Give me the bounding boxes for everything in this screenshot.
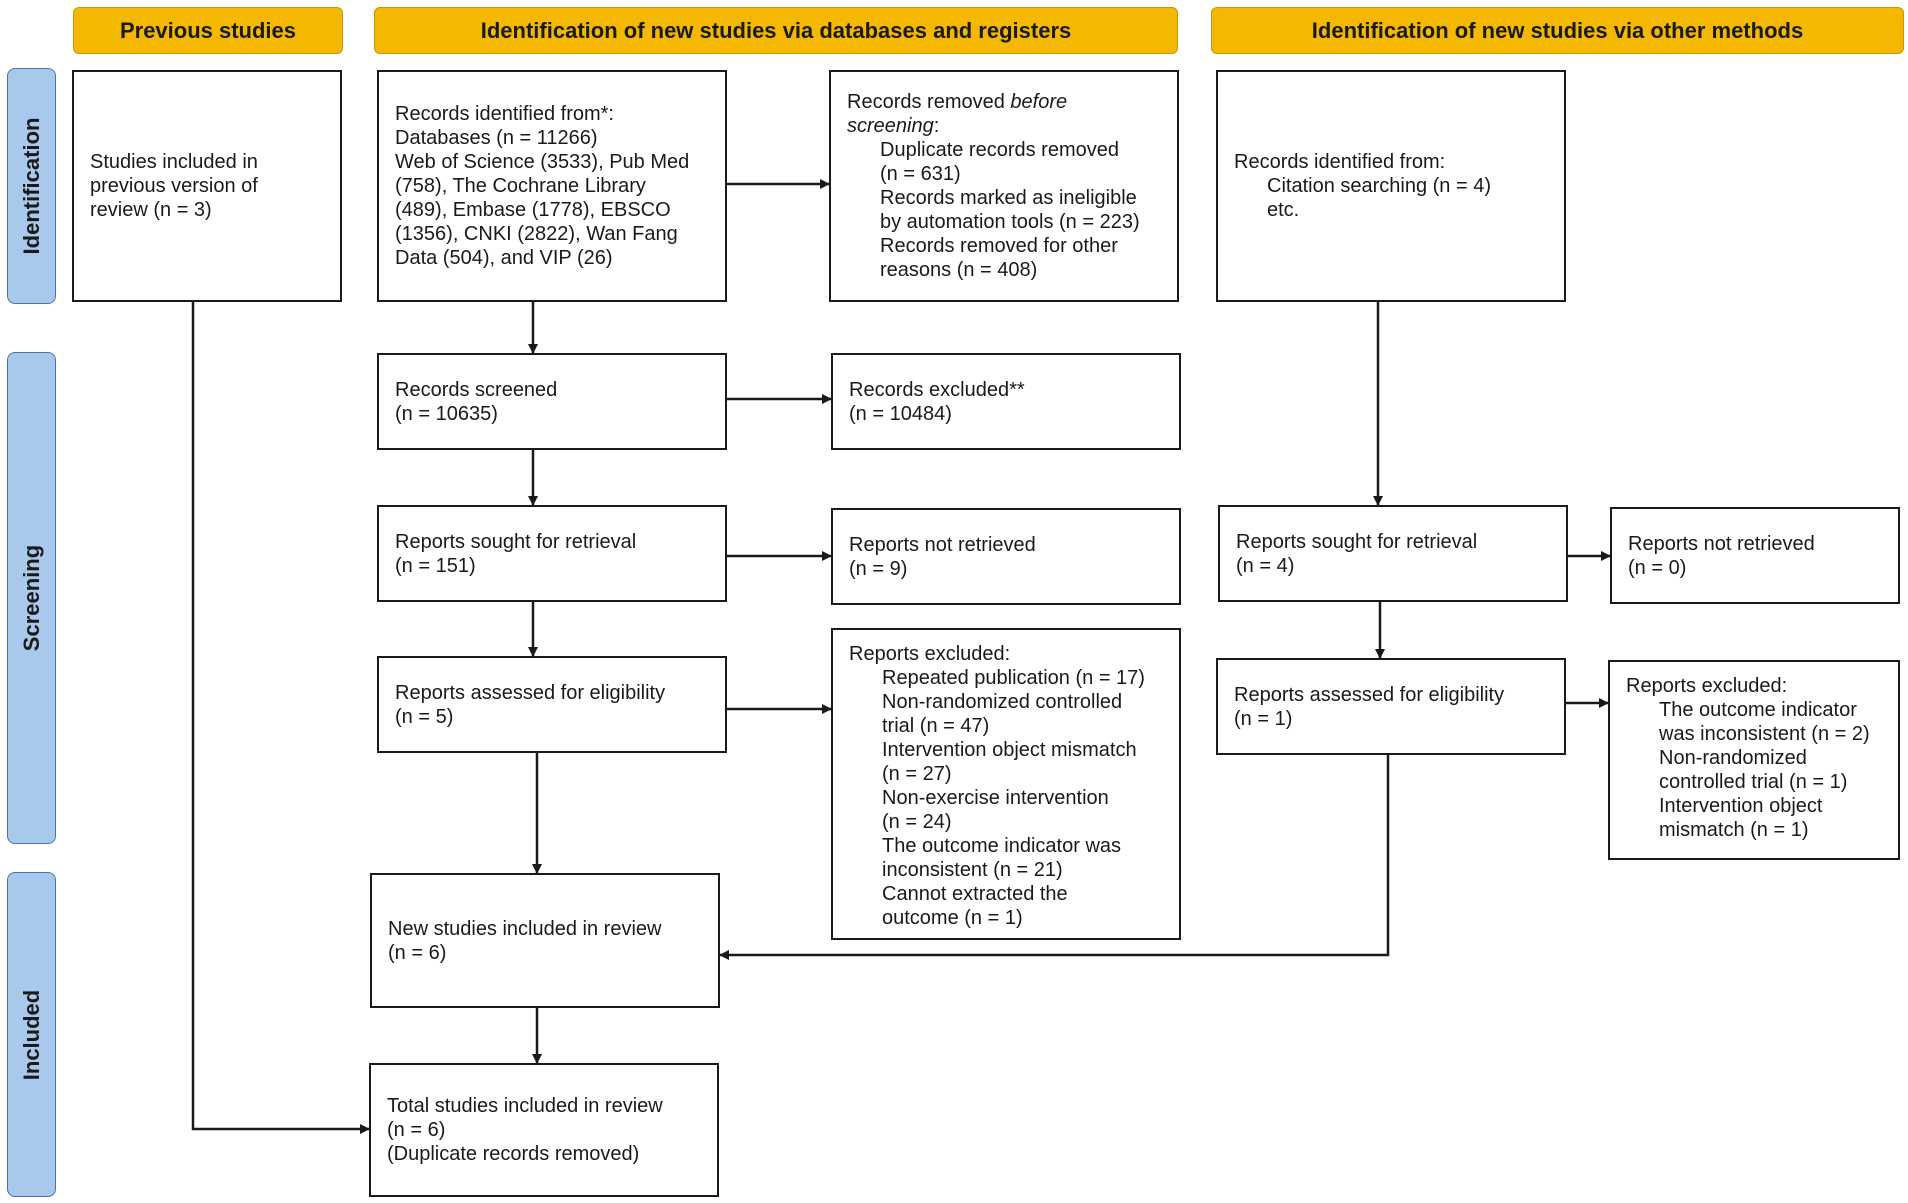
db-reports-excluded-item: (n = 24)	[882, 811, 952, 833]
db-removed-item: by automation tools (n = 223)	[880, 211, 1140, 233]
other-not-retrieved-line: (n = 0)	[1628, 556, 1687, 579]
db-reports-assessed-box: Reports assessed for eligibility (n = 5)	[377, 656, 727, 753]
db-reports-excluded-box: Reports excluded: Repeated publication (…	[831, 628, 1181, 940]
other-sought-line: Reports sought for retrieval	[1236, 530, 1478, 553]
db-identified-line: (489), Embase (1778), EBSCO	[395, 199, 671, 221]
db-removed-item: (n = 631)	[880, 163, 961, 185]
other-sought-line: (n = 4)	[1236, 554, 1295, 577]
other-reports-excluded-item: mismatch (n = 1)	[1659, 819, 1809, 841]
db-removed-title-em2: screening	[847, 115, 934, 137]
phase-included: Included	[7, 872, 56, 1197]
db-not-retrieved-line: (n = 9)	[849, 557, 908, 580]
db-records-identified-box: Records identified from*: Databases (n =…	[377, 70, 727, 302]
other-identified-item: Citation searching (n = 4)	[1267, 175, 1492, 197]
db-removed-item: Records removed for other	[880, 235, 1118, 257]
other-reports-excluded-item: The outcome indicator	[1659, 699, 1857, 721]
other-reports-excluded-item: Non-randomized	[1659, 747, 1807, 769]
previous-line: previous version of	[90, 175, 258, 197]
db-removed-item: Duplicate records removed	[880, 139, 1119, 161]
db-excluded-line: (n = 10484)	[849, 402, 952, 425]
db-reports-not-retrieved-box: Reports not retrieved (n = 9)	[831, 508, 1181, 605]
db-removed-title-pre: Records removed	[847, 91, 1011, 113]
header-other-methods: Identification of new studies via other …	[1211, 7, 1904, 54]
db-reports-excluded-item: inconsistent (n = 21)	[882, 859, 1063, 881]
db-records-screened-box: Records screened (n = 10635)	[377, 353, 727, 450]
new-included-line: New studies included in review	[388, 917, 662, 940]
header-previous-studies: Previous studies	[73, 7, 343, 54]
db-assessed-line: Reports assessed for eligibility	[395, 681, 666, 704]
db-identified-line: Records identified from*:	[395, 103, 614, 125]
db-reports-excluded-title: Reports excluded:	[849, 643, 1011, 665]
phase-identification: Identification	[7, 68, 56, 304]
total-included-line: Total studies included in review	[387, 1095, 663, 1117]
other-reports-sought-box: Reports sought for retrieval (n = 4)	[1218, 505, 1568, 602]
db-records-removed-box: Records removed before screening: Duplic…	[829, 70, 1179, 302]
previous-line: Studies included in	[90, 151, 258, 173]
total-studies-included-box: Total studies included in review (n = 6)…	[369, 1063, 719, 1197]
previous-line: review (n = 3)	[90, 199, 212, 221]
db-reports-excluded-item: Non-randomized controlled	[882, 691, 1123, 713]
db-identified-line: (758), The Cochrane Library	[395, 175, 646, 197]
other-reports-not-retrieved-box: Reports not retrieved (n = 0)	[1610, 507, 1900, 604]
db-screened-line: Records screened	[395, 378, 558, 401]
db-reports-excluded-item: trial (n = 47)	[882, 715, 990, 737]
db-reports-excluded-item: (n = 27)	[882, 763, 952, 785]
arrow-previous-to-total	[191, 302, 370, 1134]
db-reports-excluded-item: The outcome indicator was	[882, 835, 1122, 857]
db-reports-sought-box: Reports sought for retrieval (n = 151)	[377, 505, 727, 602]
db-identified-line: (1356), CNKI (2822), Wan Fang	[395, 223, 678, 245]
db-assessed-line: (n = 5)	[395, 705, 454, 728]
other-records-identified-box: Records identified from: Citation search…	[1216, 70, 1566, 302]
other-identified-item: etc.	[1267, 199, 1300, 221]
total-included-line: (Duplicate records removed)	[387, 1143, 640, 1165]
arrow-other-assessed-to-new-included	[719, 755, 1390, 960]
other-assessed-line: (n = 1)	[1234, 707, 1293, 730]
db-reports-excluded-item: outcome (n = 1)	[882, 907, 1023, 929]
db-identified-line: Web of Science (3533), Pub Med	[395, 151, 690, 173]
new-included-line: (n = 6)	[388, 941, 447, 964]
db-reports-excluded-item: Repeated publication (n = 17)	[882, 667, 1145, 689]
other-reports-excluded-item: controlled trial (n = 1)	[1659, 771, 1848, 793]
other-reports-assessed-box: Reports assessed for eligibility (n = 1)	[1216, 658, 1566, 755]
db-sought-line: Reports sought for retrieval	[395, 530, 637, 553]
other-not-retrieved-line: Reports not retrieved	[1628, 532, 1815, 555]
other-reports-excluded-title: Reports excluded:	[1626, 675, 1788, 697]
header-databases-registers: Identification of new studies via databa…	[374, 7, 1178, 54]
other-reports-excluded-item: was inconsistent (n = 2)	[1659, 723, 1870, 745]
other-identified-title: Records identified from:	[1234, 151, 1446, 173]
other-reports-excluded-item: Intervention object	[1659, 795, 1823, 817]
previous-studies-box: Studies included in previous version of …	[72, 70, 342, 302]
other-reports-excluded-box: Reports excluded: The outcome indicator …	[1608, 660, 1900, 860]
db-identified-line: Databases (n = 11266)	[395, 127, 598, 149]
db-screened-line: (n = 10635)	[395, 402, 498, 425]
db-reports-excluded-item: Intervention object mismatch	[882, 739, 1137, 761]
phase-screening: Screening	[7, 352, 56, 844]
db-reports-excluded-item: Non-exercise intervention	[882, 787, 1109, 809]
total-included-line: (n = 6)	[387, 1119, 446, 1141]
db-sought-line: (n = 151)	[395, 554, 476, 577]
db-reports-excluded-item: Cannot extracted the	[882, 883, 1068, 905]
db-removed-title-2: screening:	[847, 114, 1161, 138]
db-records-excluded-box: Records excluded** (n = 10484)	[831, 353, 1181, 450]
db-removed-title-post: :	[933, 115, 940, 137]
db-removed-title-em: before	[1010, 91, 1068, 113]
db-removed-title: Records removed before	[847, 90, 1161, 114]
other-assessed-line: Reports assessed for eligibility	[1234, 683, 1505, 706]
db-not-retrieved-line: Reports not retrieved	[849, 533, 1036, 556]
db-removed-item: Records marked as ineligible	[880, 187, 1137, 209]
db-excluded-line: Records excluded**	[849, 378, 1025, 401]
db-identified-line: Data (504), and VIP (26)	[395, 247, 613, 269]
db-removed-item: reasons (n = 408)	[880, 259, 1038, 281]
new-studies-included-box: New studies included in review (n = 6)	[370, 873, 720, 1008]
